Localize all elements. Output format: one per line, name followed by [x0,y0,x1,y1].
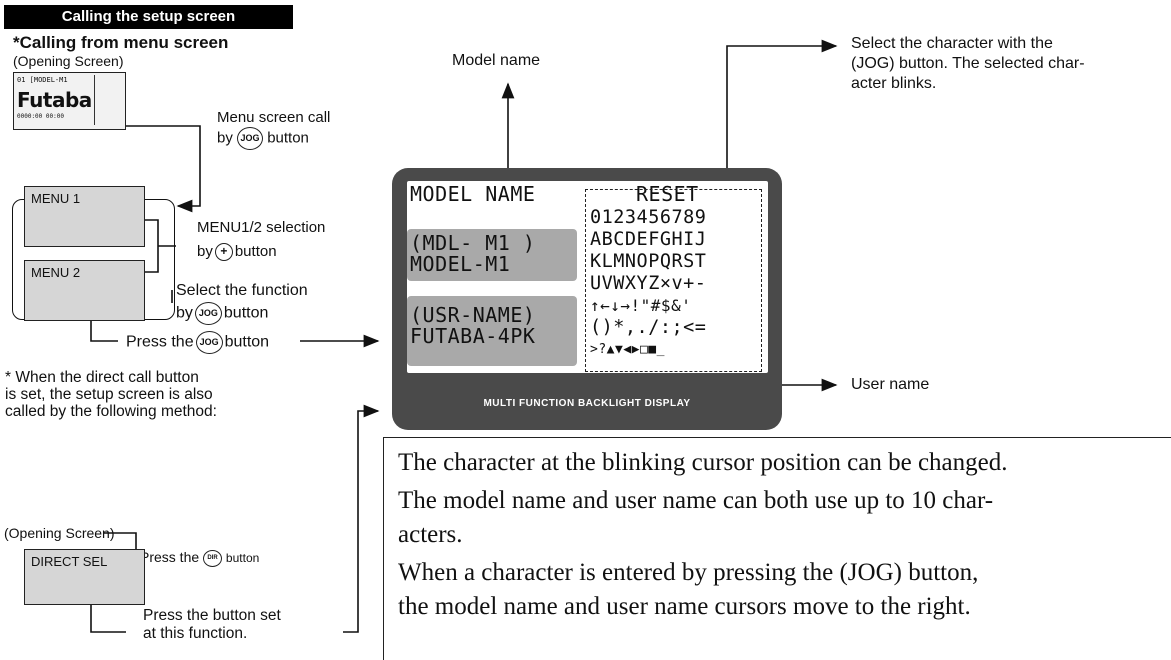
lcd-brand-text: MULTI FUNCTION BACKLIGHT DISPLAY [483,398,691,409]
note-p1: The character at the blinking cursor pos… [398,449,1008,476]
menu-sel-button-word: button [234,243,277,260]
lcd-title-left: MODEL NAME [410,184,536,205]
direct-note-1: * When the direct call button [5,369,199,386]
press-set-text-2: at this function. [143,625,248,642]
menu-call-text-2: by JOG button [217,127,309,150]
select-char-text-2: (JOG) button. The selected char- [851,55,1085,72]
lcd-mdl-line: (MDL- M1 ) [410,231,536,255]
select-char-text-3: acter blinks. [851,75,937,92]
menu-sel-text-1: MENU1/2 selection [197,219,326,236]
press-dir-text: Press the DIR button [140,548,259,568]
menu-call-button-word: button [267,129,309,147]
select-func-button-word: button [223,304,269,322]
char-row: 0123456789 [590,207,707,228]
note-p3b: the model name and user name cursors mov… [398,593,971,620]
char-row: >?▲▼◀▶□■_ [590,342,674,357]
character-set-box [585,189,762,372]
char-row: ABCDEFGHIJ [590,229,707,250]
opening-screen-label-2: (Opening Screen) [4,525,115,541]
menu2-screen: MENU 2 [24,260,145,321]
direct-sel-screen: DIRECT SEL [24,549,145,605]
char-row: UVWXYZ×v+- [590,273,707,294]
char-row: ↑←↓→!"#$&' [590,296,692,315]
menu-heading: *Calling from menu screen [13,33,229,52]
note-box: The character at the blinking cursor pos… [383,437,1171,660]
model-name-label: Model name [452,52,541,69]
select-char-text-1: Select the character with the [851,35,1053,52]
press-dir-button-word: button [225,551,260,565]
user-name-label: User name [851,376,930,393]
model-name-highlight [407,229,577,281]
direct-note-2: is set, the setup screen is also [5,386,213,403]
menu-sel-by: by [197,243,213,260]
note-p3a: When a character is entered by pressing … [398,559,979,586]
menu1-screen: MENU 1 [24,186,145,247]
lcd-model-line: MODEL-M1 [410,252,511,276]
char-row: ()*,./:;<= [590,317,707,338]
press-set-text-1: Press the button set [143,607,281,624]
character-grid: 0123456789 ABCDEFGHIJ KLMNOPQRST UVWXYZ×… [590,207,706,361]
menu-sel-text-2: by+button [197,242,277,262]
menu-call-text-1: Menu screen call [217,109,331,126]
thumb-model-line: 01 [MODEL-M1 [17,76,68,84]
note-p2a: The model name and user name can both us… [398,487,994,514]
lcd-futaba-line: FUTABA-4PK [410,324,536,348]
lcd-title-right: RESET [636,182,699,206]
press-dir-the: Press the [140,549,200,565]
press-button-word: button [224,333,270,351]
press-the: Press the [126,333,194,351]
dir-button-icon: DIR [203,549,223,567]
select-func-text-1: Select the function [176,282,308,299]
char-row: KLMNOPQRST [590,251,707,272]
menu-call-by: by [217,129,233,147]
direct-note-3: called by the following method: [5,403,217,420]
section-header: Calling the setup screen [4,5,293,29]
opening-screen-thumbnail: 01 [MODEL-M1 Futaba 0000:00 00:00 [13,72,126,130]
thumb-divider [94,75,123,125]
thumb-logo: Futaba [17,88,92,112]
user-name-highlight [407,296,577,366]
jog-button-icon: JOG [195,331,223,354]
jog-button-icon: JOG [194,302,222,325]
plus-button-icon: + [214,243,233,262]
opening-screen-label: (Opening Screen) [13,53,124,69]
select-func-by: by [176,304,193,322]
note-p2b: acters. [398,521,463,548]
thumb-bottom: 0000:00 00:00 [17,113,64,120]
jog-button-icon: JOG [237,127,264,150]
lcd-usr-line: (USR-NAME) [410,303,536,327]
